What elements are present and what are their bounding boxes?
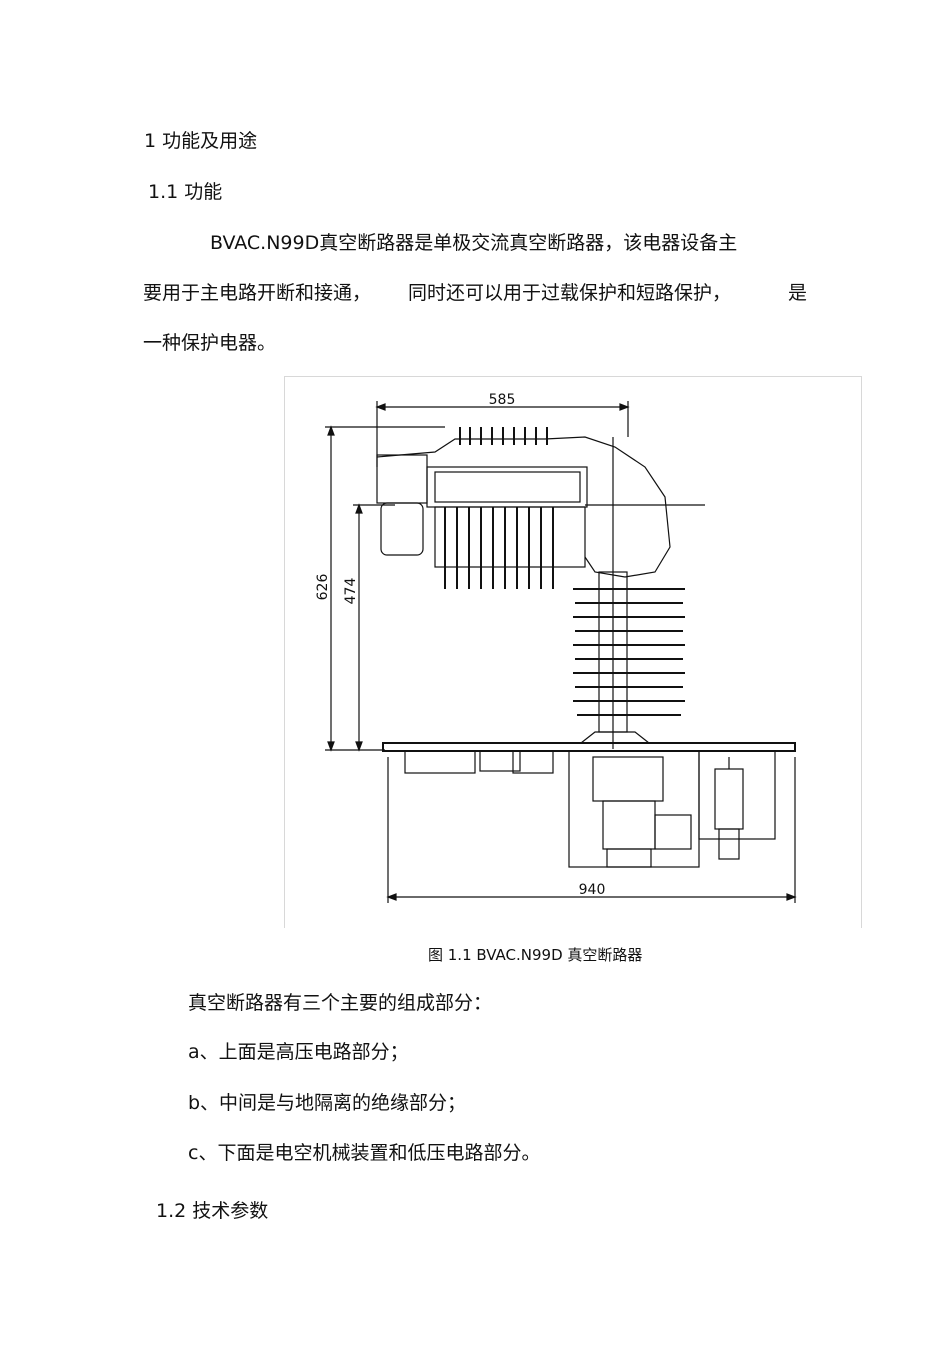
list-item-c: c、下面是电空机械装置和低压电路部分。 bbox=[188, 1142, 541, 1164]
breaker-technical-drawing: 585 940 626 474 bbox=[315, 392, 797, 903]
dimension-label-top: 585 bbox=[489, 392, 516, 408]
paragraph-line-1: BVAC.N99D真空断路器是单极交流真空断路器，该电器设备主 bbox=[210, 232, 738, 254]
dimension-label-bottom: 940 bbox=[579, 882, 606, 898]
list-item-a: a、上面是高压电路部分； bbox=[188, 1041, 409, 1063]
dimension-label-left-outer: 626 bbox=[315, 574, 331, 601]
paragraph-line-2a: 要用于主电路开断和接通， bbox=[143, 282, 372, 304]
section-heading-1: 1 功能及用途 bbox=[144, 130, 258, 152]
section-heading-1-2: 1.2 技术参数 bbox=[156, 1200, 269, 1222]
paragraph-line-2c: 是 bbox=[788, 282, 808, 304]
figure-caption: 图 1.1 BVAC.N99D 真空断路器 bbox=[428, 946, 643, 964]
dimension-label-left-inner: 474 bbox=[343, 578, 359, 605]
paragraph-line-3: 一种保护电器。 bbox=[143, 332, 277, 354]
list-item-b: b、中间是与地隔离的绝缘部分； bbox=[188, 1092, 467, 1114]
figure-breaker-drawing: 585 940 626 474 bbox=[284, 376, 862, 928]
section-heading-1-1: 1.1 功能 bbox=[148, 181, 223, 203]
paragraph-line-2b: 同时还可以用于过载保护和短路保护， bbox=[408, 282, 732, 304]
components-intro: 真空断路器有三个主要的组成部分： bbox=[188, 992, 493, 1014]
